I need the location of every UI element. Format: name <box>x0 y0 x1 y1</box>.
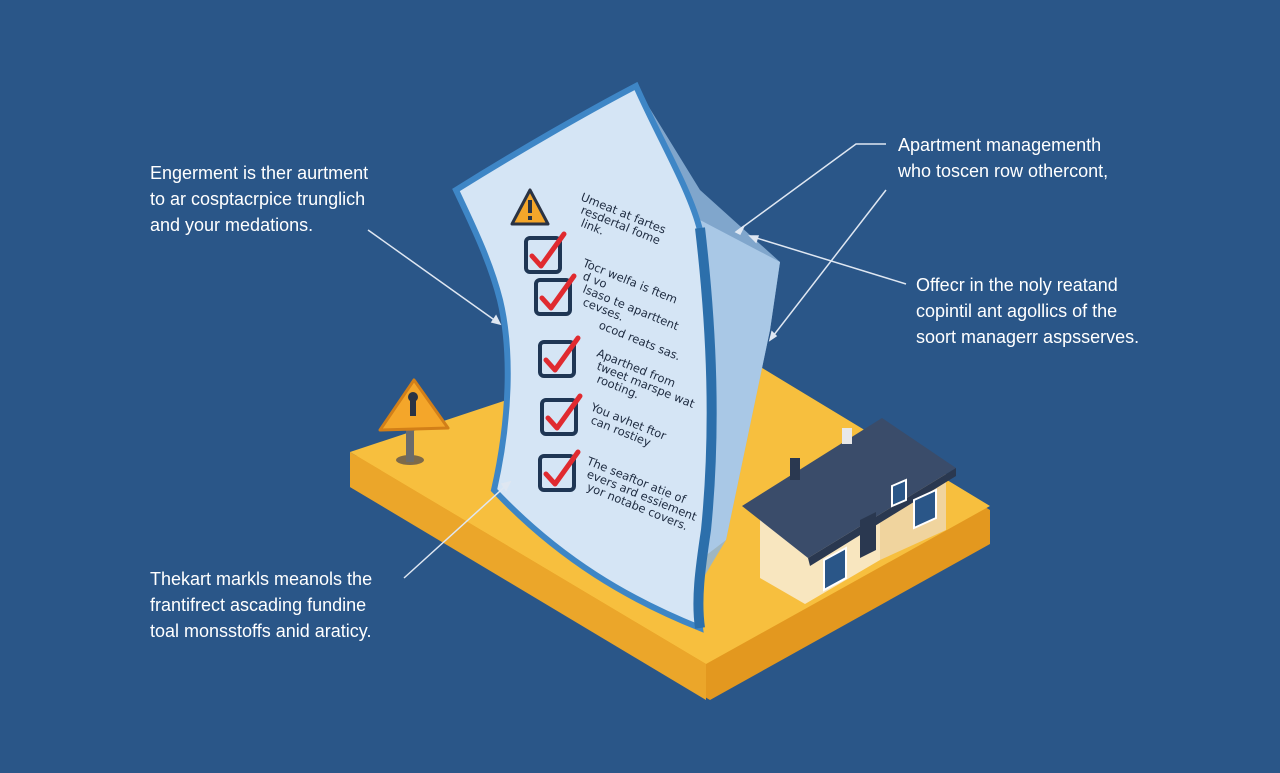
checkbox-checked-icon <box>538 335 581 378</box>
checkbox-checked-icon <box>534 273 577 316</box>
callout-line: Apartment managementh <box>898 135 1102 155</box>
warning-triangle-icon <box>510 188 550 226</box>
checkbox-checked-icon <box>538 449 581 492</box>
callout-line: soort managerr aspsserves. <box>916 327 1140 347</box>
callout-top-right: Apartment managementh who toscen row oth… <box>898 132 1108 184</box>
callout-bottom-left: Thekart markls meanols the frantifrect a… <box>150 566 372 644</box>
checkbox-checked-icon <box>524 231 567 274</box>
warning-sign-icon <box>378 378 450 465</box>
house-icon <box>742 418 956 604</box>
callout-mid-right: Offecr in the noly reatand copintil ant … <box>916 272 1139 350</box>
checkbox-group <box>524 231 583 492</box>
callout-line: frantifrect ascading fundine <box>150 595 367 615</box>
callout-line: copintil ant agollics of the <box>916 301 1118 321</box>
callout-line: Offecr in the noly reatand <box>916 275 1118 295</box>
callout-line: Thekart markls meanols the <box>150 569 373 589</box>
callout-line: Engerment is ther aurtment <box>150 163 369 183</box>
callout-top-left: Engerment is ther aurtment to ar cosptac… <box>150 160 368 238</box>
callout-line: who toscen row othercont, <box>898 161 1109 181</box>
callout-line: toal monsstoffs anid araticy. <box>150 621 372 641</box>
checkbox-checked-icon <box>540 393 583 436</box>
leader-lines <box>367 143 907 579</box>
callout-line: and your medations. <box>150 215 314 235</box>
callout-line: to ar cosptacrpice trunglich <box>150 189 366 209</box>
